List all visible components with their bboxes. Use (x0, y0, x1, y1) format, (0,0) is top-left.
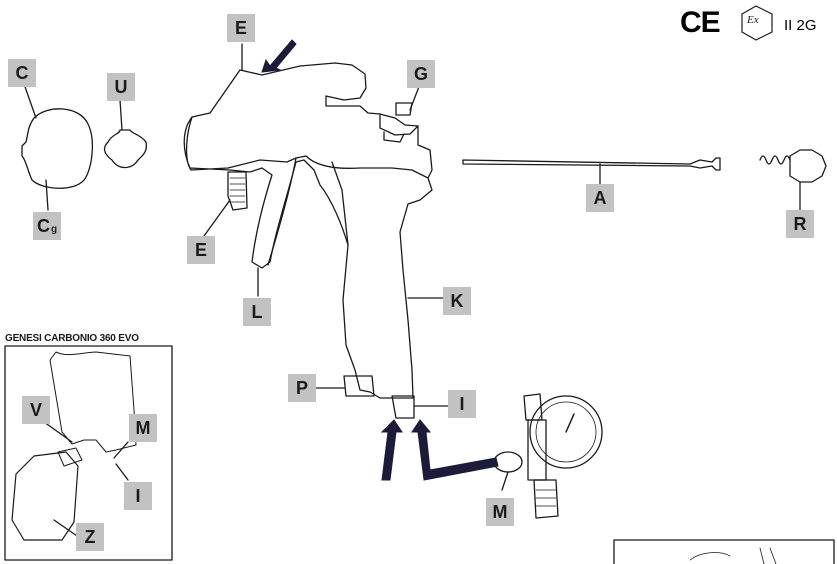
ex-symbol-frame (741, 5, 773, 41)
inset-gun (49, 351, 137, 453)
adjust-knob (789, 149, 827, 183)
regulator-connector (493, 451, 523, 473)
label-I-main: I (448, 390, 476, 418)
nozzle-knob (379, 113, 419, 136)
leader-M-reg (501, 471, 509, 491)
gun-head (191, 62, 433, 179)
regulator-thread (535, 489, 557, 507)
leader-G (409, 83, 421, 111)
trigger (267, 157, 297, 266)
needle-spring (759, 155, 791, 165)
label-A: A (586, 184, 614, 212)
leader-U (119, 99, 123, 131)
label-Cg-sub: g (50, 223, 58, 235)
label-E-fitting: E (187, 236, 215, 264)
corner-inset (613, 539, 835, 564)
pattern-knob (343, 375, 375, 397)
inset-cup-neck (57, 447, 83, 467)
air-inlet (391, 395, 415, 419)
inset-title: GENESI CARBONIO 360 EVO (5, 333, 139, 344)
inset-cup-Z (11, 451, 79, 541)
leader-V (43, 421, 73, 443)
arrow-air-right (411, 419, 499, 481)
regulator-gauge (529, 395, 603, 469)
leader-C (23, 83, 37, 119)
label-P: P (288, 374, 316, 402)
inset-frame (4, 345, 173, 561)
spray-gun-body (183, 116, 433, 399)
regulator-top (523, 393, 543, 421)
cup-lid-C (21, 108, 94, 189)
regulator-outlet (533, 479, 559, 519)
label-K: K (443, 287, 471, 315)
regulator-dial (535, 401, 597, 463)
cap-U (103, 129, 148, 169)
arrow-top (261, 39, 297, 73)
label-G: G (407, 60, 435, 88)
label-I-inset: I (124, 482, 152, 510)
atex-zone-text: II 2G (784, 17, 817, 34)
leader-I-inset (115, 463, 129, 481)
fluid-inlet-fitting (227, 171, 248, 211)
corner-inset-content (689, 547, 777, 564)
ce-mark: CE (680, 6, 721, 39)
air-cap-top (383, 131, 405, 143)
nozzle-cap (395, 102, 413, 116)
leader-Cg (45, 179, 49, 211)
label-V: V (22, 396, 50, 424)
label-M-inset: M (129, 414, 157, 442)
label-C: C (8, 59, 36, 87)
ex-symbol-text: Ex (747, 14, 759, 26)
leader-M-inset (113, 441, 129, 459)
label-U: U (107, 73, 135, 101)
gauge-needle (565, 413, 575, 433)
handle-line (331, 161, 349, 246)
label-M-regulator: M (486, 498, 514, 526)
label-L: L (243, 298, 271, 326)
leader-Z (53, 519, 81, 539)
label-Z: Z (76, 523, 104, 551)
label-Cg-main: C (36, 215, 50, 236)
label-E-top: E (227, 14, 255, 42)
leader-E-fitting (203, 199, 231, 237)
fitting-thread (229, 177, 246, 203)
fluid-needle (462, 157, 721, 171)
arrow-air-left (380, 419, 403, 481)
label-R: R (786, 210, 814, 238)
